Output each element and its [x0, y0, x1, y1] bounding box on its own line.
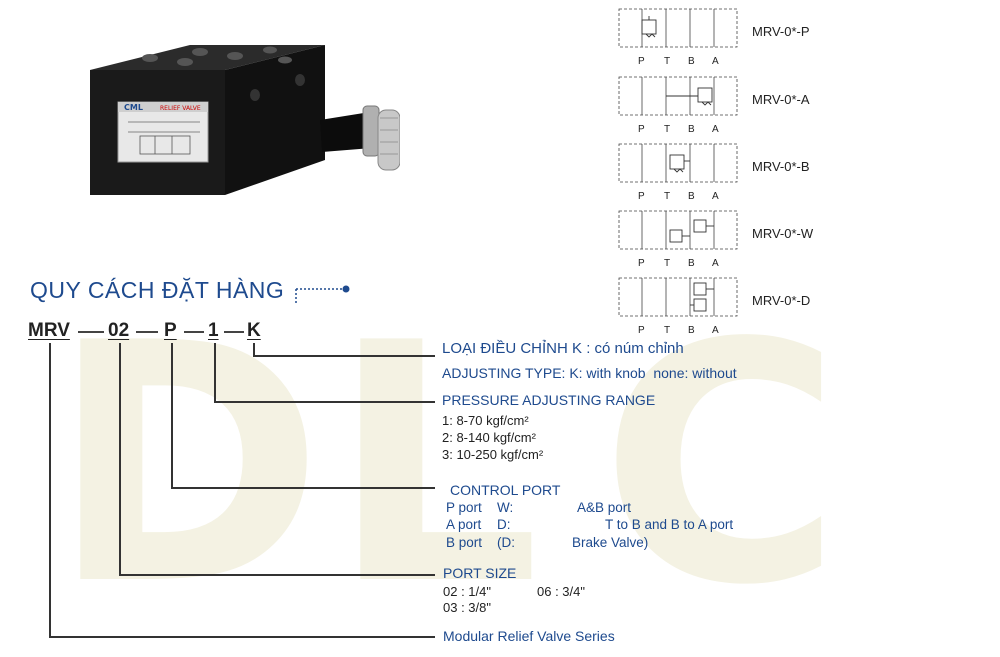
code-adjust: K	[247, 320, 261, 341]
diagram-label-b: MRV-0*-B	[752, 159, 810, 174]
port-a: A	[712, 258, 719, 269]
adjusting-type-vi: LOẠI ĐIỀU CHỈNH K : có núm chỉnh	[442, 340, 684, 357]
code-size: 02	[108, 320, 130, 341]
port-b: B	[688, 258, 695, 269]
adjuster-stem	[320, 112, 372, 152]
leader-series-h	[49, 636, 435, 638]
port-b: B	[688, 124, 695, 135]
symbol-diagram-w	[618, 210, 738, 250]
leader-size-v	[119, 343, 121, 575]
control-row-mid: W:	[497, 500, 514, 515]
symbol-diagram-b	[618, 143, 738, 183]
control-row-left: A port	[446, 517, 482, 532]
port-t: T	[664, 325, 671, 336]
lock-nut	[362, 105, 380, 157]
control-row-mid: (D:	[497, 535, 515, 550]
valve-side-face	[225, 45, 325, 195]
symbol-diagram-a	[618, 76, 738, 116]
leader-range-v	[214, 343, 216, 402]
leader-size-h	[119, 574, 435, 576]
series-title: Modular Relief Valve Series	[443, 628, 615, 644]
port-t: T	[664, 258, 671, 269]
leader-adjust-v	[253, 343, 255, 356]
pressure-range-title: PRESSURE ADJUSTING RANGE	[442, 392, 656, 408]
port-size-06: 06 : 3/4"	[537, 584, 585, 599]
diagram-label-d: MRV-0*-D	[752, 293, 811, 308]
leader-range-h	[214, 401, 435, 403]
port-a: A	[712, 191, 719, 202]
port-p: P	[638, 325, 645, 336]
symbol-diagram-d	[618, 277, 738, 317]
port-size-title: PORT SIZE	[443, 565, 517, 581]
port-b: B	[688, 325, 695, 336]
watermark-d: D	[50, 273, 324, 657]
heading-dotted-leader	[295, 285, 350, 303]
control-row-right: Brake Valve)	[572, 535, 649, 550]
port-p: P	[638, 191, 645, 202]
leader-port-h	[171, 487, 435, 489]
control-row-left: B port	[446, 535, 483, 550]
symbol-diagram-p	[618, 8, 738, 48]
control-row-left: P port	[446, 500, 482, 515]
order-spec-heading: QUY CÁCH ĐẶT HÀNG	[30, 277, 285, 303]
leader-port-v	[171, 343, 173, 488]
port-t: T	[664, 124, 671, 135]
code-dash	[78, 331, 104, 333]
adjusting-type-en: ADJUSTING TYPE: K: with knob none: witho…	[442, 365, 737, 381]
control-row-right: A&B port	[577, 500, 632, 515]
port-p: P	[638, 124, 645, 135]
control-row-right: T to B and B to A port	[605, 517, 734, 532]
brand-logo: CML	[124, 103, 143, 112]
port-a: A	[712, 325, 719, 336]
code-dash	[224, 331, 244, 333]
control-row-mid: D:	[497, 517, 511, 532]
port-hole	[227, 52, 243, 60]
port-a: A	[712, 124, 719, 135]
port-b: B	[688, 56, 695, 67]
port-size-03: 03 : 3/8"	[443, 600, 491, 615]
port-hole	[263, 46, 277, 54]
code-series: MRV	[28, 320, 70, 341]
diagram-label-w: MRV-0*-W	[752, 226, 814, 241]
port-hole	[142, 54, 158, 62]
control-port-title: CONTROL PORT	[450, 482, 561, 498]
pressure-range-2: 2: 8-140 kgf/cm²	[442, 430, 536, 445]
plate-label: RELIEF VALVE	[160, 105, 201, 112]
port-hole	[192, 48, 208, 56]
port-t: T	[664, 191, 671, 202]
port-p: P	[638, 56, 645, 67]
relief-valve-image: CML RELIEF VALVE	[90, 45, 400, 195]
code-dash	[184, 331, 204, 333]
leader-adjust-h	[253, 355, 435, 357]
port-size-02: 02 : 1/4"	[443, 584, 491, 599]
code-range: 1	[208, 320, 219, 341]
diagram-label-a: MRV-0*-A	[752, 92, 810, 107]
port-hole	[177, 58, 193, 66]
code-dash	[136, 331, 158, 333]
port-t: T	[664, 56, 671, 67]
leader-series-v	[49, 343, 51, 637]
port-hole	[278, 56, 292, 64]
port-b: B	[688, 191, 695, 202]
diagram-label-p: MRV-0*-P	[752, 24, 810, 39]
watermark-c: C	[600, 273, 843, 657]
code-port: P	[164, 320, 177, 341]
pressure-range-3: 3: 10-250 kgf/cm²	[442, 447, 544, 462]
pressure-range-1: 1: 8-70 kgf/cm²	[442, 413, 529, 428]
port-p: P	[638, 258, 645, 269]
knob	[377, 109, 400, 171]
port-a: A	[712, 56, 719, 67]
